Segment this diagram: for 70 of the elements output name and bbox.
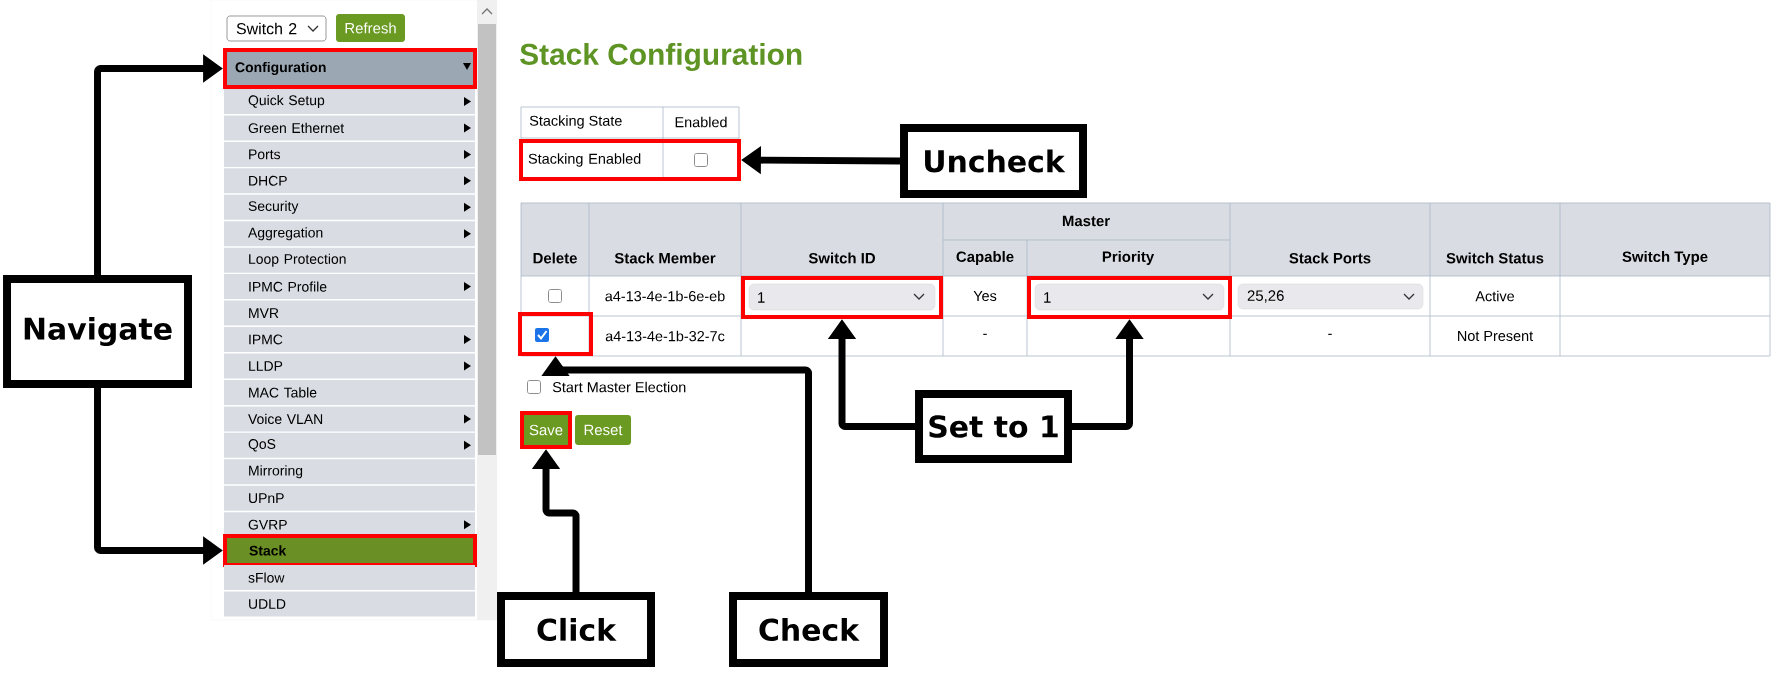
column-header: Capable bbox=[956, 251, 1014, 265]
node-label: IPMC Profile bbox=[249, 281, 327, 292]
node-label: LLDP bbox=[249, 361, 283, 371]
column-header: Master bbox=[1062, 215, 1110, 227]
node-label: Mirroring bbox=[249, 465, 303, 479]
node-label: IPMC bbox=[249, 334, 283, 345]
highlighted-select: 1 bbox=[741, 276, 943, 319]
dropdown-select: 25,26 bbox=[1237, 283, 1424, 310]
node-label: Quick Setup bbox=[248, 94, 325, 108]
cell-text: - bbox=[983, 333, 987, 335]
menu-item: sFlow bbox=[224, 565, 475, 591]
menu-item: Quick Setup bbox=[224, 89, 475, 114]
highlighted-row: Stacking Enabled bbox=[519, 139, 741, 181]
menu-item: MVR bbox=[224, 300, 475, 326]
node-label: UPnP bbox=[249, 493, 284, 504]
highlighted-select: 1 bbox=[1027, 276, 1232, 319]
menu-item: Aggregation bbox=[224, 221, 475, 247]
column-header: Stack Ports bbox=[1289, 252, 1371, 264]
menu-item: LLDP bbox=[224, 353, 475, 379]
callout-box: Navigate bbox=[3, 275, 192, 388]
highlighted-menu-item: Stack bbox=[223, 534, 477, 567]
page-title: Stack Configuration bbox=[520, 43, 802, 71]
highlighted-button: Save bbox=[520, 411, 572, 449]
node-label: UDLD bbox=[249, 599, 286, 609]
node-label: GVRP bbox=[248, 519, 287, 530]
button: Refresh bbox=[336, 14, 405, 42]
node-label: Green Ethernet bbox=[248, 122, 345, 134]
menu-item: Green Ethernet bbox=[224, 115, 475, 141]
cell-text: Yes bbox=[973, 290, 997, 302]
menu-item: MAC Table bbox=[224, 379, 475, 405]
menu-item: Ports bbox=[224, 141, 475, 167]
menu-item: Mirroring bbox=[224, 459, 475, 485]
menu-item: Voice VLAN bbox=[224, 406, 475, 432]
cell-text: a4-13-4e-1b-6e-eb bbox=[605, 290, 725, 302]
node-label: MVR bbox=[249, 308, 279, 318]
menu-item: UDLD bbox=[224, 591, 475, 617]
button: Reset bbox=[575, 415, 631, 445]
node-label: QoS bbox=[248, 439, 276, 452]
node-label: Security bbox=[248, 200, 299, 214]
column-header: Delete bbox=[533, 252, 577, 264]
menu-item: IPMC bbox=[224, 327, 475, 352]
column-header: Stack Member bbox=[614, 252, 716, 264]
callout-box: Set to 1 bbox=[915, 390, 1072, 463]
callout-box: Check bbox=[729, 592, 888, 667]
cell-text: - bbox=[1328, 333, 1332, 335]
menu-item: Loop Protection bbox=[224, 247, 475, 273]
node-label: MAC Table bbox=[249, 387, 317, 398]
node-label: Ports bbox=[249, 149, 281, 160]
node-label: Voice VLAN bbox=[248, 413, 323, 425]
callout-box: Click bbox=[497, 592, 655, 667]
column-header: Switch Status bbox=[1446, 252, 1544, 264]
node-label: DHCP bbox=[249, 175, 287, 186]
menu-item: DHCP bbox=[224, 168, 475, 194]
column-header: Switch Type bbox=[1622, 251, 1708, 265]
node-label: Aggregation bbox=[248, 227, 323, 241]
cell-text: Active bbox=[1475, 290, 1515, 302]
highlighted-menu-item: Configuration bbox=[223, 48, 477, 89]
menu-item: Security bbox=[224, 194, 475, 220]
cell-text: Not Present bbox=[1458, 330, 1533, 342]
menu-item: QoS bbox=[224, 432, 475, 458]
checkbox-label: Start Master Election bbox=[552, 381, 686, 393]
menu-item: UPnP bbox=[224, 485, 475, 511]
column-header: Switch ID bbox=[808, 252, 875, 264]
menu-item: IPMC Profile bbox=[224, 274, 475, 300]
node-label: sFlow bbox=[248, 572, 285, 583]
cell-text: a4-13-4e-1b-32-7c bbox=[605, 330, 725, 342]
highlighted-checkbox bbox=[518, 312, 593, 356]
node-label: Loop Protection bbox=[249, 253, 346, 267]
switch-select: Switch 2 bbox=[226, 15, 327, 42]
callout-box: Uncheck bbox=[900, 124, 1087, 198]
